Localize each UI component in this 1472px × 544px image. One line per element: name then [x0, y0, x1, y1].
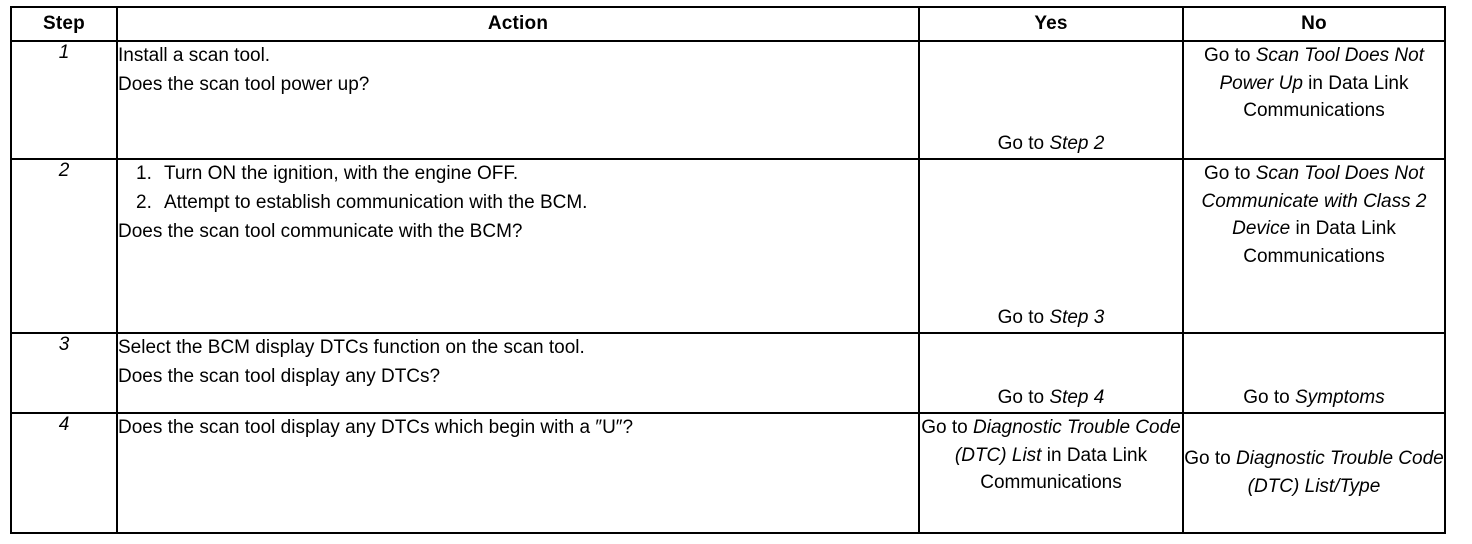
action-numbered-list: 1. Turn ON the ignition, with the engine …	[118, 160, 918, 218]
no-prefix: Go to	[1243, 387, 1295, 409]
yes-cell: Go to Step 3	[918, 158, 1184, 334]
no-cell: Go to Scan Tool Does Not Communicate wit…	[1182, 158, 1446, 334]
column-header-yes: Yes	[918, 6, 1184, 42]
no-prefix: Go to	[1184, 448, 1237, 470]
no-reference: Diagnostic Trouble Code (DTC) List/Type	[1236, 448, 1444, 497]
no-cell: Go to Scan Tool Does Not Power Up in Dat…	[1182, 40, 1446, 160]
no-reference: Scan Tool Does Not Power Up	[1219, 45, 1425, 94]
list-item-number: 2.	[136, 191, 152, 213]
list-item: 2. Attempt to establish communication wit…	[118, 189, 918, 218]
action-cell: Does the scan tool display any DTCs whic…	[116, 412, 920, 534]
list-item-number: 1.	[136, 163, 152, 184]
column-header-no: No	[1182, 6, 1446, 42]
action-line: Does the scan tool display any DTCs?	[118, 365, 441, 387]
yes-prefix: Go to	[921, 417, 974, 438]
table-header-row: Step Action Yes No	[10, 6, 1446, 42]
action-cell: Install a scan tool. Does the scan tool …	[116, 40, 920, 160]
table-row: 3 Select the BCM display DTCs function o…	[10, 332, 1446, 414]
table-row: 2 1. Turn ON the ignition, with the engin…	[10, 158, 1446, 334]
yes-reference: Step 3	[1049, 307, 1105, 329]
no-prefix: Go to	[1203, 163, 1256, 184]
table-row: 1 Install a scan tool. Does the scan too…	[10, 40, 1446, 160]
list-item-text: Attempt to establish communication with …	[164, 191, 588, 213]
action-line: Does the scan tool power up?	[118, 73, 370, 95]
list-item: 1. Turn ON the ignition, with the engine …	[118, 160, 918, 189]
yes-suffix: in Data Link Communications	[980, 444, 1148, 494]
column-header-step: Step	[10, 6, 118, 42]
action-cell: Select the BCM display DTCs function on …	[116, 332, 920, 414]
no-reference: Scan Tool Does Not Communicate with Clas…	[1201, 163, 1427, 240]
step-number: 3	[10, 332, 118, 414]
action-cell: 1. Turn ON the ignition, with the engine …	[116, 158, 920, 334]
yes-cell: Go to Step 2	[918, 40, 1184, 160]
no-suffix: in Data Link Communications	[1243, 72, 1409, 122]
table-row: 4 Does the scan tool display any DTCs wh…	[10, 412, 1446, 534]
yes-reference: Step 2	[1049, 133, 1105, 155]
action-line: Select the BCM display DTCs function on …	[118, 337, 585, 358]
step-number: 1	[10, 40, 118, 160]
yes-cell: Go to Diagnostic Trouble Code (DTC) List…	[918, 412, 1184, 534]
yes-prefix: Go to	[997, 133, 1050, 155]
step-number: 2	[10, 158, 118, 334]
no-cell: Go to Diagnostic Trouble Code (DTC) List…	[1182, 412, 1446, 534]
no-reference: Symptoms	[1295, 387, 1385, 409]
list-item-text: Turn ON the ignition, with the engine OF…	[164, 163, 519, 184]
action-line: Does the scan tool display any DTCs whic…	[118, 417, 634, 438]
action-line: Does the scan tool communicate with the …	[118, 220, 523, 242]
yes-reference: Diagnostic Trouble Code (DTC) List	[954, 417, 1181, 466]
column-header-action: Action	[116, 6, 920, 42]
step-number: 4	[10, 412, 118, 534]
yes-prefix: Go to	[997, 387, 1050, 409]
no-prefix: Go to	[1203, 45, 1256, 66]
diagnostic-procedure-table: Step Action Yes No 1 Install a scan tool…	[10, 6, 1446, 534]
yes-cell: Go to Step 4	[918, 332, 1184, 414]
no-suffix: in Data Link Communications	[1243, 218, 1396, 268]
yes-reference: Step 4	[1049, 387, 1105, 409]
no-cell: Go to Symptoms	[1182, 332, 1446, 414]
yes-prefix: Go to	[997, 307, 1050, 329]
action-line: Install a scan tool.	[118, 45, 271, 66]
